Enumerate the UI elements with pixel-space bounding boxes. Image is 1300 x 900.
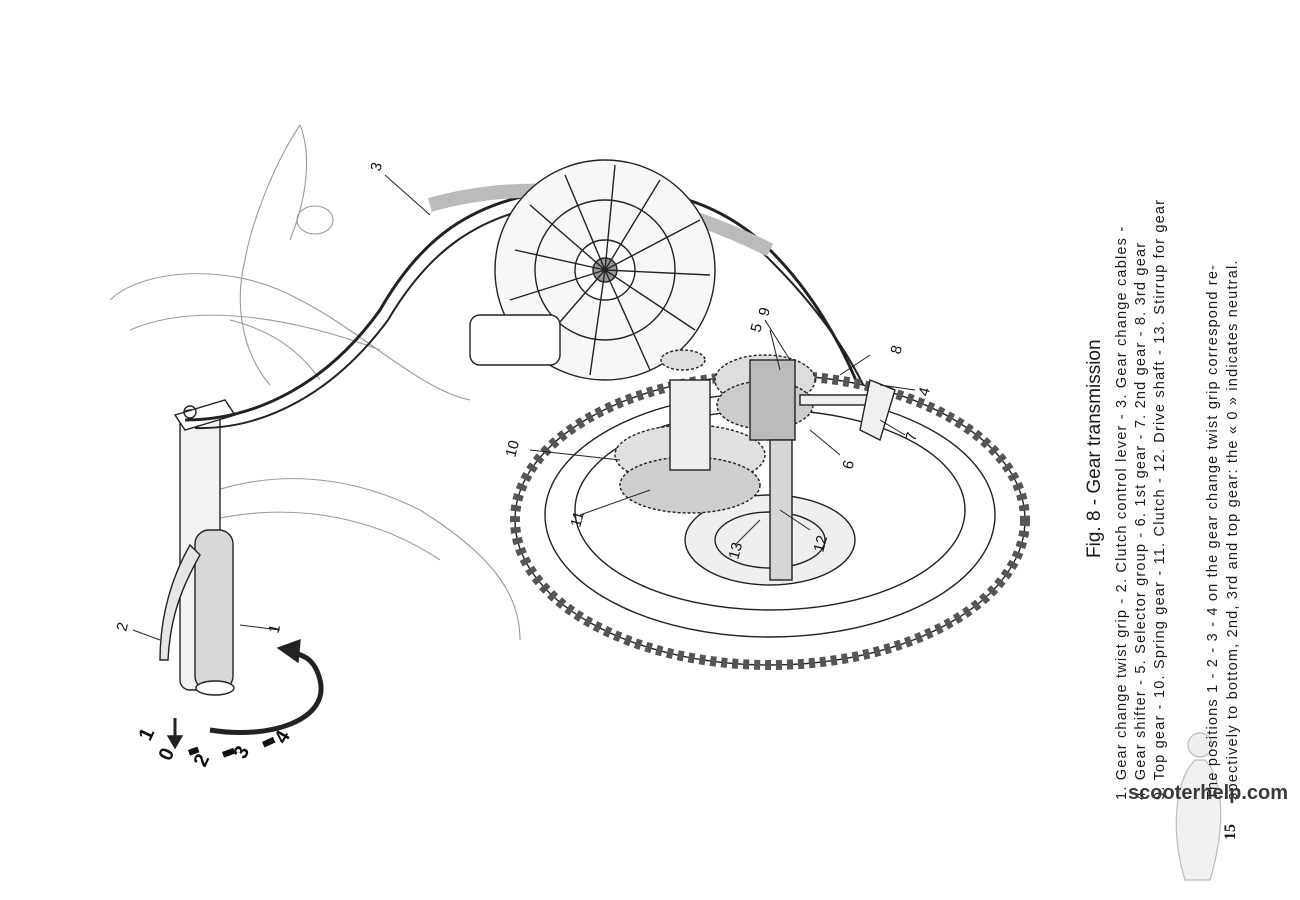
callout-leaders — [132, 174, 916, 641]
position-1: 1 — [135, 725, 160, 744]
callout-8: 8 — [887, 344, 906, 356]
callout-4: 4 — [915, 386, 934, 398]
callout-9: 9 — [755, 306, 774, 318]
watermark-text: scooterhelp.com — [1128, 782, 1289, 804]
position-3: 3 — [230, 743, 255, 762]
callout-11: 11 — [567, 510, 587, 529]
legend-line-1: 1. Gear change twist grip - 2. Clutch co… — [1114, 225, 1130, 800]
figure-title: Fig. 8 - Gear transmission — [1084, 339, 1105, 558]
vespa-watermark-logo — [1175, 732, 1222, 881]
callout-1: 1 — [265, 623, 284, 635]
callout-5: 5 — [747, 322, 766, 334]
legend-line-3: 9. Top gear - 10. Spring gear - 11. Clut… — [1152, 198, 1168, 800]
callout-12: 12 — [810, 534, 831, 555]
callout-10: 10 — [502, 439, 523, 460]
position-2: 2 — [190, 751, 215, 770]
flywheel-fan — [469, 159, 716, 381]
rotation-arrow — [166, 638, 324, 750]
note-line-2: spectively to bottom, 2nd, 3rd and top g… — [1225, 259, 1241, 800]
callout-13: 13 — [725, 541, 746, 562]
callout-3: 3 — [367, 161, 386, 173]
twist-grip — [173, 399, 237, 696]
gear-cluster — [614, 349, 896, 581]
scooter-frame — [109, 124, 521, 641]
page-number: 15 — [1222, 824, 1239, 840]
callout-2: 2 — [113, 621, 132, 633]
legend-line-2: 4. Gear shifter - 5. Selector group - 6.… — [1133, 241, 1149, 800]
note-line-1: The positions 1 - 2 - 3 - 4 on the gear … — [1205, 263, 1221, 800]
clutch-lever — [159, 543, 201, 661]
